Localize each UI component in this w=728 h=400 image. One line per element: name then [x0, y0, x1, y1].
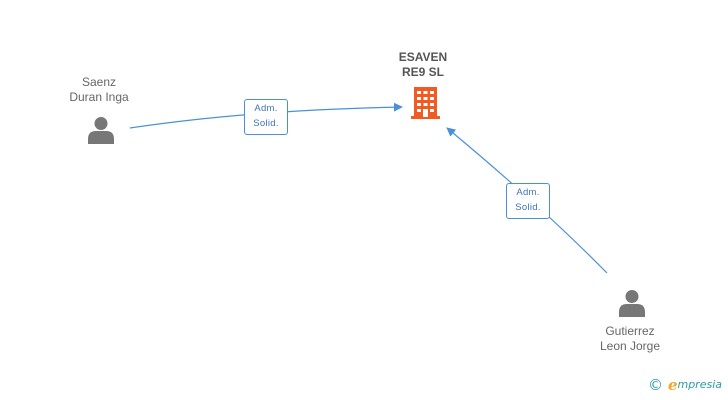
- person-name-line1: Saenz: [81, 75, 117, 89]
- person-name-saenz[interactable]: Saenz Duran Inga: [49, 75, 149, 105]
- company-name[interactable]: ESAVEN RE9 SL: [373, 50, 473, 80]
- building-icon[interactable]: [409, 85, 442, 120]
- person-icon[interactable]: [617, 288, 647, 318]
- person-name-line2: Leon Jorge: [599, 339, 661, 353]
- brand-logo[interactable]: © e mpresia: [648, 377, 722, 393]
- copyright-icon: ©: [647, 376, 663, 394]
- relation-label-line2: Solid.: [253, 118, 279, 129]
- person-name-line2: Duran Inga: [69, 90, 129, 104]
- relation-label-line1: Adm.: [254, 103, 278, 114]
- company-name-line1: ESAVEN: [398, 50, 448, 64]
- brand-logo-letter: e: [667, 376, 678, 394]
- person-name-gutierrez[interactable]: Gutierrez Leon Jorge: [580, 324, 680, 354]
- relation-label-saenz[interactable]: Adm. Solid.: [244, 99, 288, 135]
- person-name-line1: Gutierrez: [605, 324, 655, 338]
- company-name-line2: RE9 SL: [401, 65, 444, 79]
- relation-label-line1: Adm.: [516, 187, 540, 198]
- relation-label-gutierrez[interactable]: Adm. Solid.: [506, 183, 550, 219]
- person-icon[interactable]: [86, 115, 116, 145]
- brand-name: mpresia: [677, 378, 722, 391]
- relation-label-line2: Solid.: [515, 202, 541, 213]
